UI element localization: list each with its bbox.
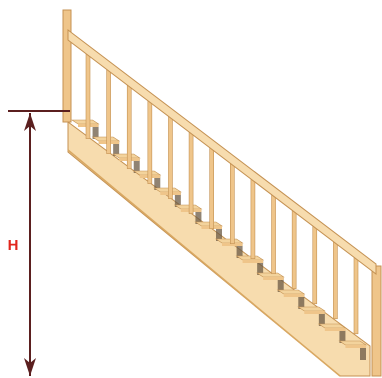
step-riser	[154, 175, 161, 190]
railing	[62, 9, 382, 377]
step-riser	[236, 243, 243, 258]
step-nosing	[304, 311, 325, 314]
step-nosing	[222, 243, 243, 246]
step	[215, 238, 244, 258]
step-riser	[277, 277, 284, 292]
baluster	[209, 143, 214, 229]
baluster	[168, 112, 173, 199]
baluster	[230, 159, 235, 244]
height-arrow-top	[24, 113, 36, 131]
step-nosing	[324, 328, 346, 331]
baluster	[106, 64, 111, 154]
step-riser	[92, 124, 99, 139]
step-tread	[91, 136, 121, 142]
baluster	[333, 238, 338, 320]
step	[235, 255, 265, 275]
step-tread	[276, 289, 306, 295]
height-arrow-bottom	[24, 358, 36, 376]
step-nosing	[345, 345, 366, 348]
stringer-bottom-edge	[67, 149, 341, 377]
top-newel-post	[62, 9, 72, 123]
step-tread	[71, 119, 100, 125]
baluster	[291, 206, 297, 290]
step-riser	[195, 209, 202, 224]
bottom-newel-post	[371, 265, 382, 377]
step-riser	[360, 345, 366, 360]
baluster	[250, 175, 256, 260]
step-nosing	[263, 277, 284, 280]
height-label: H	[8, 237, 19, 254]
step	[297, 306, 326, 326]
step-riser	[257, 260, 264, 275]
step-riser	[174, 192, 181, 207]
step-tread	[235, 255, 265, 261]
step-riser	[339, 328, 346, 343]
baluster	[147, 96, 153, 184]
height-dimension: H	[3, 110, 70, 376]
step	[276, 289, 306, 309]
step-tread	[317, 323, 347, 329]
step-riser	[133, 158, 140, 173]
step-riser	[113, 141, 120, 156]
step-tread	[173, 204, 203, 210]
step-nosing	[242, 260, 264, 263]
baluster	[85, 49, 91, 139]
step	[256, 272, 285, 292]
baluster	[312, 222, 318, 305]
height-label-bg	[3, 233, 23, 255]
step-nosing	[283, 294, 305, 297]
baluster	[353, 254, 359, 335]
step-tread	[132, 170, 162, 176]
baluster	[188, 128, 194, 214]
step-tread	[112, 153, 141, 159]
baluster	[126, 80, 132, 169]
step	[338, 340, 367, 360]
stringer-board	[67, 121, 371, 377]
steps	[71, 119, 367, 360]
step-riser	[318, 311, 325, 326]
step	[317, 323, 347, 343]
step-riser	[298, 294, 305, 309]
stringer	[67, 121, 371, 377]
handrail	[67, 28, 377, 276]
step-riser	[216, 226, 222, 241]
baluster	[271, 191, 276, 275]
